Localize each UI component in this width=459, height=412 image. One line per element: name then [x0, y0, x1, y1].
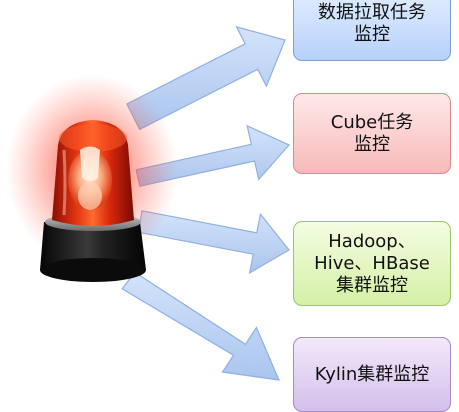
box-label-line: Cube任务: [330, 111, 414, 133]
box-label-line: 集群监控: [336, 274, 408, 296]
arrow-to-kylin: [121, 271, 280, 381]
siren-alarm-light-icon: [6, 74, 178, 282]
box-label-line: 数据拉取任务: [318, 1, 426, 23]
box-label-line: Hadoop、: [328, 230, 416, 252]
box-data-pull-task-monitor: 数据拉取任务 监控: [293, 0, 451, 61]
box-cube-task-monitor: Cube任务 监控: [293, 93, 451, 174]
box-kylin-cluster-monitor: Kylin集群监控: [293, 337, 451, 412]
box-hadoop-cluster-monitor: Hadoop、 Hive、HBase 集群监控: [293, 221, 451, 306]
diagram-canvas: [6, 25, 290, 381]
box-label-line: Hive、HBase: [314, 252, 430, 274]
box-label-line: Kylin集群监控: [314, 363, 430, 385]
box-label-line: 监控: [354, 23, 390, 45]
box-label-line: 监控: [354, 133, 390, 155]
arrow-to-hadoop: [137, 210, 290, 275]
